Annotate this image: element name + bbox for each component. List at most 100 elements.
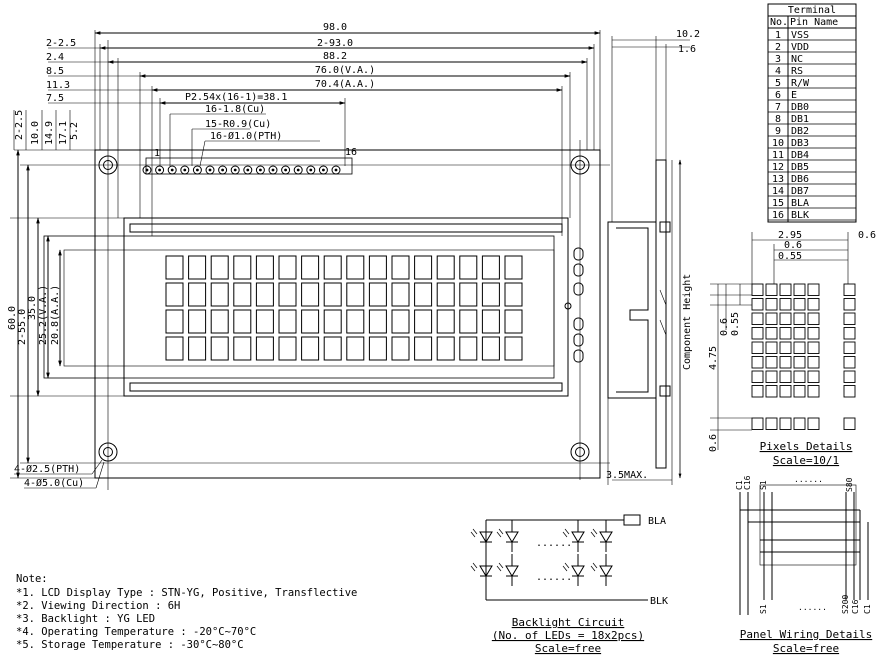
character-cell bbox=[323, 336, 342, 361]
terminal-pin-name: DB5 bbox=[791, 162, 809, 173]
led-icon bbox=[590, 554, 613, 586]
pixel-dot bbox=[807, 341, 820, 354]
wiring-s1-bottom: S1 bbox=[759, 604, 768, 614]
character-cell bbox=[436, 336, 455, 361]
pixel-dot-adjacent bbox=[843, 341, 856, 354]
led-icon bbox=[590, 520, 613, 552]
pixel-dot bbox=[751, 298, 764, 311]
character-cell bbox=[481, 336, 500, 361]
notes-heading: Note: bbox=[16, 573, 48, 585]
wiring-s200: S200 bbox=[841, 595, 850, 614]
mount-hole-bl bbox=[98, 442, 118, 462]
character-cell bbox=[165, 309, 184, 334]
dim-pad-r: 15-R0.9(Cu) bbox=[205, 119, 271, 130]
pin-hole bbox=[233, 168, 237, 172]
dim-height-va: 25.2(V.A.) bbox=[38, 285, 49, 345]
led-icon bbox=[496, 520, 519, 552]
pixel-cursor-dot bbox=[751, 417, 764, 430]
pin-hole bbox=[334, 168, 338, 172]
pixel-cursor-dot bbox=[843, 417, 856, 430]
wiring-c1: C1 bbox=[735, 480, 744, 490]
pixel-dot-adjacent bbox=[843, 370, 856, 383]
backlight-dashes-top: ...... bbox=[536, 538, 572, 549]
dim-top-14-9: 14.9 bbox=[44, 121, 55, 145]
notes: Note: *1. LCD Display Type : STN-YG, Pos… bbox=[16, 573, 357, 651]
character-cell bbox=[323, 255, 342, 280]
dim-height-total: 60.0 bbox=[7, 306, 18, 330]
pixel-dot bbox=[793, 370, 806, 383]
character-cell bbox=[414, 282, 433, 307]
character-cell bbox=[210, 336, 229, 361]
backlight-subtitle: (No. of LEDs = 18x2pcs) bbox=[492, 629, 644, 642]
note-item-5: *5. Storage Temperature : -30°C~80°C bbox=[16, 639, 244, 651]
terminal-pin-no: 1 bbox=[775, 30, 781, 41]
character-cell bbox=[368, 255, 387, 280]
character-cell bbox=[459, 336, 478, 361]
character-cell bbox=[233, 282, 252, 307]
pin-hole bbox=[322, 168, 325, 172]
pin-pad bbox=[180, 165, 190, 175]
character-cell bbox=[323, 309, 342, 334]
pixel-dot bbox=[765, 283, 778, 296]
dim-left-2-5: 2-2.5 bbox=[46, 38, 76, 49]
character-cell bbox=[481, 255, 500, 280]
bezel-outline bbox=[123, 217, 569, 397]
dim-top-5-2: 5.2 bbox=[69, 122, 80, 140]
pixel-dot bbox=[779, 385, 792, 398]
character-cell bbox=[255, 282, 274, 307]
character-cell bbox=[165, 282, 184, 307]
terminal-pin-no: 15 bbox=[772, 198, 784, 209]
pin-pad bbox=[318, 165, 328, 175]
terminal-pin-no: 7 bbox=[775, 102, 781, 113]
pixel-dot bbox=[779, 298, 792, 311]
led-array bbox=[470, 520, 613, 586]
character-cell bbox=[210, 282, 229, 307]
character-cell bbox=[210, 255, 229, 280]
pixel-dim-0-6-top: 0.6 bbox=[784, 240, 802, 251]
terminal-pin-no: 9 bbox=[775, 126, 781, 137]
pixel-dot bbox=[807, 356, 820, 369]
pixel-dim-0-6-left: 0.6 bbox=[719, 318, 730, 336]
character-cell bbox=[346, 282, 365, 307]
pixel-dot bbox=[807, 298, 820, 311]
mount-hole-br bbox=[570, 442, 590, 462]
backlight-circuit: BLA BLK ...... ...... Backlight Circuit … bbox=[470, 514, 668, 655]
wiring-s80: S80 bbox=[845, 477, 854, 492]
pin-hole bbox=[284, 168, 287, 172]
character-cell bbox=[436, 309, 455, 334]
character-cell bbox=[278, 282, 297, 307]
terminal-pin-name: BLK bbox=[791, 210, 809, 221]
pixel-dot bbox=[779, 356, 792, 369]
pixel-cursor-dot bbox=[807, 417, 820, 430]
pixel-detail-grid bbox=[751, 283, 856, 430]
character-cell bbox=[301, 309, 320, 334]
character-cell bbox=[459, 282, 478, 307]
terminal-pin-name: RS bbox=[791, 66, 803, 77]
pixel-dim-0-6-bottom: 0.6 bbox=[708, 434, 719, 452]
pin-pad bbox=[306, 165, 316, 175]
terminal-pin-no: 13 bbox=[772, 174, 784, 185]
character-cell bbox=[414, 255, 433, 280]
terminal-pin-no: 16 bbox=[772, 210, 784, 221]
pin-pad bbox=[293, 165, 303, 175]
pin-pad bbox=[142, 165, 152, 175]
mount-hole-tl bbox=[98, 155, 118, 175]
terminal-col-no: No. bbox=[770, 17, 788, 28]
dim-top-2-5: 2-2.5 bbox=[14, 110, 25, 140]
pin-hole bbox=[158, 168, 162, 172]
pixel-dim-4-75: 4.75 bbox=[708, 346, 719, 370]
character-cell bbox=[436, 255, 455, 280]
pin-hole bbox=[145, 168, 149, 172]
character-cell bbox=[233, 255, 252, 280]
wiring-ellipsis-bottom: ...... bbox=[798, 603, 827, 612]
pin-hole bbox=[183, 168, 187, 172]
character-cell bbox=[368, 336, 387, 361]
pixel-dot bbox=[751, 356, 764, 369]
terminal-pin-no: 8 bbox=[775, 114, 781, 125]
character-cell bbox=[278, 336, 297, 361]
wiring-ellipsis: ...... bbox=[794, 475, 823, 484]
panel-wiring-title: Panel Wiring Details bbox=[740, 628, 872, 641]
character-cell bbox=[278, 255, 297, 280]
side-view-labels: 10.2 1.6 Component Height 3.5MAX. bbox=[606, 29, 700, 481]
